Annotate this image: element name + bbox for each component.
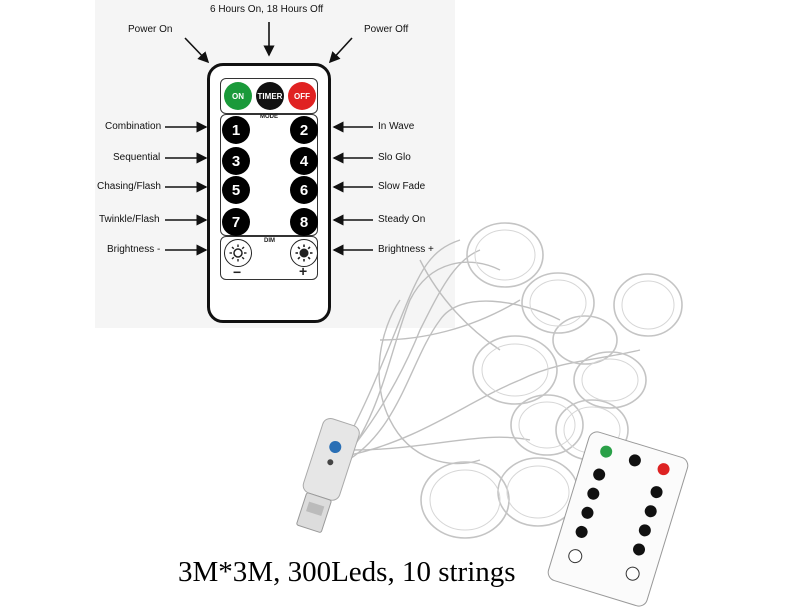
- mini-timer-button: [627, 452, 643, 468]
- usb-controller: [296, 417, 360, 533]
- remote-control: ON TIMER OFF MODE 1 2 3 4 5 6 7 8 DIM − …: [207, 63, 331, 323]
- light-coil: [552, 315, 618, 365]
- label-in-wave: In Wave: [378, 121, 415, 132]
- mode-button-8[interactable]: 8: [290, 208, 318, 236]
- power-on-label: Power On: [128, 24, 173, 35]
- on-button[interactable]: ON: [224, 82, 252, 110]
- mode-label: MODE: [260, 114, 278, 120]
- label-twinkle-flash: Twinkle/Flash: [99, 214, 160, 225]
- plus-label: +: [299, 263, 308, 279]
- mode-button-7[interactable]: 7: [222, 208, 250, 236]
- mode-button-5[interactable]: 5: [222, 176, 250, 204]
- off-button[interactable]: OFF: [288, 82, 316, 110]
- minus-label: −: [233, 264, 242, 280]
- dim-button-group: [220, 236, 318, 280]
- timer-button[interactable]: TIMER: [256, 82, 284, 110]
- light-coil: [420, 461, 510, 539]
- mode-button-4[interactable]: 4: [290, 147, 318, 175]
- brightness-up-button[interactable]: [290, 239, 318, 267]
- dim-label: DIM: [264, 238, 275, 244]
- mode-button-6[interactable]: 6: [290, 176, 318, 204]
- mini-off-button: [656, 461, 672, 477]
- mini-on-button: [598, 444, 614, 460]
- light-coil: [573, 351, 647, 409]
- label-combination: Combination: [105, 121, 162, 132]
- label-brightness-plus: Brightness +: [378, 244, 434, 255]
- label-slo-glo: Slo Glo: [378, 152, 411, 163]
- mode-button-1[interactable]: 1: [222, 116, 250, 144]
- label-slow-fade: Slow Fade: [378, 181, 426, 192]
- light-coil: [510, 394, 584, 456]
- sun-icon: [229, 244, 247, 262]
- mode-button-group: [220, 114, 318, 236]
- mode-button-2[interactable]: 2: [290, 116, 318, 144]
- light-coil: [613, 273, 683, 337]
- light-coil: [466, 222, 544, 288]
- label-steady-on: Steady On: [378, 214, 426, 225]
- light-coil: [521, 272, 595, 334]
- label-chasing-flash: Chasing/Flash: [97, 181, 161, 192]
- light-coil: [472, 335, 558, 405]
- timer-label: 6 Hours On, 18 Hours Off: [210, 4, 324, 15]
- brightness-down-button[interactable]: [224, 239, 252, 267]
- power-off-label: Power Off: [364, 24, 409, 35]
- label-sequential: Sequential: [113, 152, 161, 163]
- product-caption: 3M*3M, 300Leds, 10 strings: [178, 556, 516, 588]
- label-brightness-minus: Brightness -: [107, 244, 161, 255]
- power-button-group: [220, 78, 318, 114]
- sun-icon: [295, 244, 313, 262]
- mode-button-3[interactable]: 3: [222, 147, 250, 175]
